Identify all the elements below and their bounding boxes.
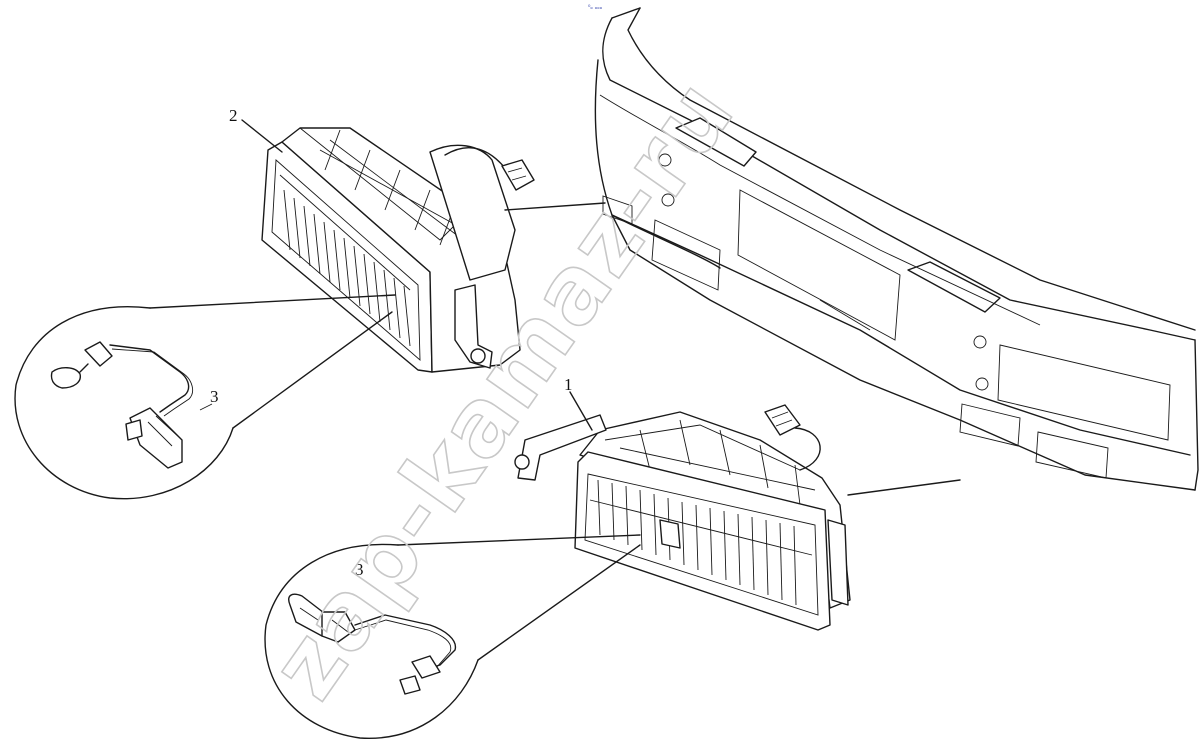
top-mark: ⁰ₒ ₒₒₒ xyxy=(588,4,603,11)
callout-bulb-right: 3 xyxy=(355,560,364,579)
callout-fog-lamp-left: 2 xyxy=(229,106,238,125)
front-bumper xyxy=(594,7,1199,491)
callout-fog-lamp-right: 1 xyxy=(564,375,573,394)
fog-lamp-right xyxy=(514,404,851,631)
bulb-detail-left xyxy=(14,306,234,500)
callout-bulb-left: 3 xyxy=(210,387,219,406)
bulb-detail-right xyxy=(264,543,479,739)
leader-lines xyxy=(149,119,961,661)
